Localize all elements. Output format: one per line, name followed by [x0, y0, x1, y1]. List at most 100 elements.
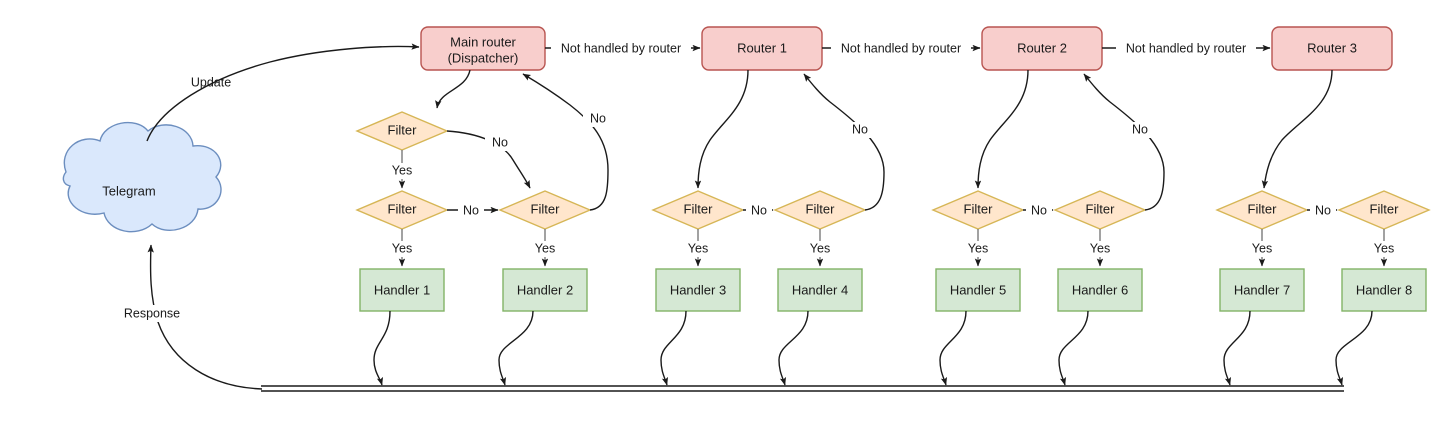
filter-7-node[interactable]: Filter	[1215, 190, 1309, 230]
edge-router1-to-filter3	[694, 69, 749, 189]
edge-update	[146, 43, 420, 142]
filter-2-label: Filter	[531, 201, 561, 216]
router-3-node[interactable]: Router 3	[1271, 26, 1393, 71]
label-bg-yes-9	[1365, 241, 1403, 257]
router-2-node[interactable]: Router 2	[981, 26, 1103, 71]
edge-filter0-no	[446, 130, 531, 189]
router-main-label-line1: Main router	[450, 34, 516, 49]
label-bg-no-g2-back	[845, 122, 875, 138]
edge-label-not-handled-2: Not handled by router	[841, 41, 961, 55]
edge-label-yes-7: Yes	[1090, 241, 1110, 255]
label-bg-not-handled-3	[1116, 40, 1256, 57]
label-bg-no-g1-mid	[458, 202, 484, 218]
edge-response	[147, 244, 263, 390]
edge-main-to-filter0	[435, 69, 471, 109]
handler-8-node[interactable]: Handler 8	[1341, 268, 1427, 312]
filter-3-node[interactable]: Filter	[651, 190, 745, 230]
filter-8-label: Filter	[1370, 201, 1400, 216]
handler-6-box	[1057, 268, 1143, 312]
handler-5-label: Handler 5	[950, 282, 1006, 297]
handler-4-node[interactable]: Handler 4	[777, 268, 863, 312]
filter-5-label: Filter	[964, 201, 994, 216]
label-bg-no-g1-top	[485, 135, 515, 151]
cloud-shape	[62, 122, 222, 233]
filter-6-node[interactable]: Filter	[1053, 190, 1147, 230]
label-bg-yes-2	[383, 241, 421, 257]
edge-label-yes-9: Yes	[1374, 241, 1394, 255]
filter-4-label: Filter	[806, 201, 836, 216]
edge-label-no-g1-back: No	[590, 111, 606, 125]
label-bg-no-g4-mid	[1310, 202, 1336, 218]
filter-8-node[interactable]: Filter	[1337, 190, 1431, 230]
label-bg-yes-3	[526, 241, 564, 257]
edge-handler2-to-bar	[498, 310, 534, 386]
label-bg-yes-4	[679, 241, 717, 257]
filter-6-label: Filter	[1086, 201, 1116, 216]
filter-7-label: Filter	[1248, 201, 1278, 216]
filter-4-node[interactable]: Filter	[773, 190, 867, 230]
edge-filter6-no-back	[1083, 73, 1165, 211]
edge-handler7-to-bar	[1223, 310, 1251, 386]
label-bg-yes-5	[801, 241, 839, 257]
edge-handler1-to-bar	[373, 310, 391, 386]
router-main-node[interactable]: Main router (Dispatcher)	[420, 26, 546, 71]
edge-filter4-no-back	[803, 73, 885, 211]
edge-label-yes-6: Yes	[968, 241, 988, 255]
filter-0-node[interactable]: Filter	[355, 111, 449, 151]
telegram-cloud-node[interactable]: Telegram	[62, 122, 222, 233]
label-bg-no-g2-mid	[746, 202, 772, 218]
handler-6-node[interactable]: Handler 6	[1057, 268, 1143, 312]
edge-label-yes-5: Yes	[810, 241, 830, 255]
label-bg-no-g3-back	[1125, 122, 1155, 138]
router-3-label: Router 3	[1307, 40, 1357, 55]
edge-label-update: Update	[191, 75, 231, 89]
filter-3-label: Filter	[684, 201, 714, 216]
edge-label-no-g3-back: No	[1132, 122, 1148, 136]
label-bg-not-handled-2	[831, 40, 971, 57]
handler-7-box	[1219, 268, 1305, 312]
handler-1-node[interactable]: Handler 1	[359, 268, 445, 312]
handler-7-label: Handler 7	[1234, 282, 1290, 297]
handler-4-box	[777, 268, 863, 312]
edge-filter2-no-back	[522, 73, 609, 211]
router-1-node[interactable]: Router 1	[701, 26, 823, 71]
router-1-label: Router 1	[737, 40, 787, 55]
edge-label-no-g1-top: No	[492, 135, 508, 149]
edge-label-yes-1: Yes	[392, 163, 412, 177]
handler-6-label: Handler 6	[1072, 282, 1128, 297]
handler-5-node[interactable]: Handler 5	[935, 268, 1021, 312]
filter-2-node[interactable]: Filter	[498, 190, 592, 230]
edge-label-no-g1-mid: No	[463, 203, 479, 217]
handler-7-node[interactable]: Handler 7	[1219, 268, 1305, 312]
label-bg-yes-7	[1081, 241, 1119, 257]
handler-2-node[interactable]: Handler 2	[502, 268, 588, 312]
handler-2-label: Handler 2	[517, 282, 573, 297]
edge-router2-to-filter5	[974, 69, 1029, 189]
edge-router3-to-filter7	[1261, 69, 1333, 189]
edge-handler3-to-bar	[660, 310, 687, 386]
router-2-label: Router 2	[1017, 40, 1067, 55]
label-bg-no-g1-back	[583, 111, 613, 127]
handler-8-label: Handler 8	[1356, 282, 1412, 297]
handler-3-label: Handler 3	[670, 282, 726, 297]
label-bg-yes-6	[959, 241, 997, 257]
handler-5-box	[935, 268, 1021, 312]
edge-handler5-to-bar	[939, 310, 967, 386]
handler-4-label: Handler 4	[792, 282, 848, 297]
label-bg-response	[112, 305, 192, 322]
handler-1-label: Handler 1	[374, 282, 430, 297]
filter-1-node[interactable]: Filter	[355, 190, 449, 230]
edge-label-yes-8: Yes	[1252, 241, 1272, 255]
edge-label-yes-4: Yes	[688, 241, 708, 255]
handler-8-box	[1341, 268, 1427, 312]
label-bg-yes-8	[1243, 241, 1281, 257]
edge-label-no-g2-mid: No	[751, 203, 767, 217]
filter-0-label: Filter	[388, 122, 418, 137]
telegram-label: Telegram	[102, 183, 155, 198]
label-bg-not-handled-1	[551, 40, 691, 57]
edge-label-no-g3-mid: No	[1031, 203, 1047, 217]
filter-5-node[interactable]: Filter	[931, 190, 1025, 230]
handler-3-node[interactable]: Handler 3	[655, 268, 741, 312]
label-bg-no-g3-mid	[1026, 202, 1052, 218]
filter-1-label: Filter	[388, 201, 418, 216]
